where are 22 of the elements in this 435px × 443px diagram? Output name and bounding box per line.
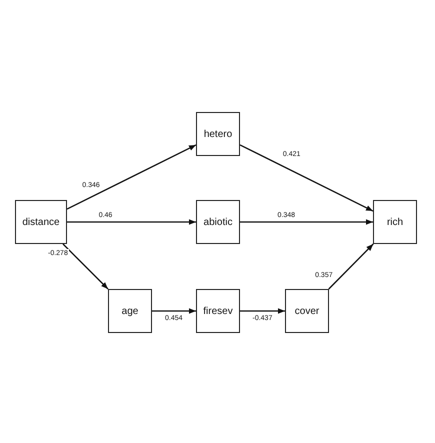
arrow [240, 219, 373, 225]
variable-name: rich [386, 216, 404, 228]
variable-name: firesev [203, 306, 233, 316]
arrow [66, 144, 196, 210]
variable-box [15, 200, 67, 244]
arrow [152, 308, 196, 314]
arrow [240, 308, 285, 314]
arrow [67, 219, 196, 225]
variable-name: hetero [204, 128, 232, 140]
variable-box [196, 289, 240, 333]
variable-box [108, 289, 152, 333]
variable-name: cover [294, 306, 320, 316]
variable-box [373, 200, 417, 244]
arrow [328, 244, 374, 290]
arrow [62, 244, 108, 290]
variable-box [196, 200, 240, 244]
variable-box [285, 289, 329, 333]
variable-name: age [122, 306, 138, 316]
arrow [240, 144, 374, 212]
variable-name: distance [22, 216, 60, 228]
variable-box [196, 112, 240, 156]
variable-name: abiotic [204, 216, 232, 228]
